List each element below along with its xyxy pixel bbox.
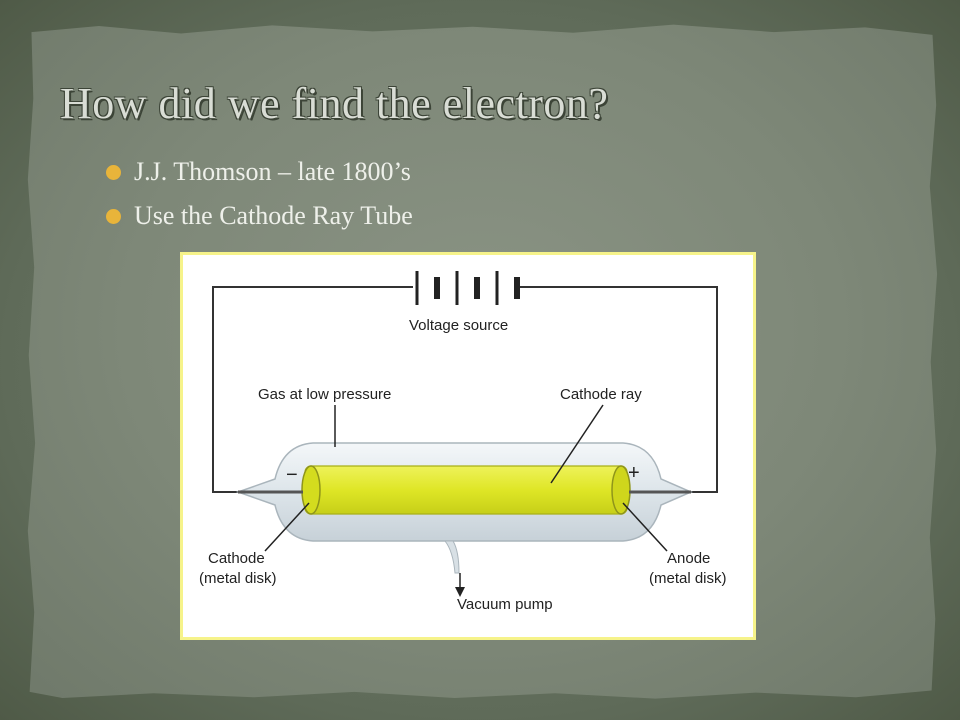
label-anode: Anode	[667, 550, 711, 567]
slide-title: How did we find the electron?	[60, 79, 609, 128]
bullet-list: J.J. Thomson – late 1800’s Use the Catho…	[106, 152, 413, 240]
bullet-text: Use the Cathode Ray Tube	[134, 201, 413, 230]
down-arrow-icon	[455, 573, 465, 597]
battery-icon	[415, 271, 520, 305]
label-cathode-sub: (metal disk)	[199, 570, 277, 587]
label-voltage-source: Voltage source	[409, 317, 509, 334]
bullet-item-tube: Use the Cathode Ray Tube	[106, 196, 413, 240]
circuit-wire-right	[519, 286, 718, 493]
label-anode-sub: (metal disk)	[649, 570, 727, 587]
bullet-dot-icon	[106, 165, 121, 180]
cathode-ray-beam	[301, 465, 631, 515]
diagram-graphic	[212, 271, 718, 597]
bullet-dot-icon	[106, 209, 121, 224]
cathode-ray-tube-diagram: Voltage source Gas at low pressure Catho…	[180, 252, 756, 640]
label-minus: −	[286, 464, 298, 486]
label-cathode-ray: Cathode ray	[560, 386, 642, 403]
circuit-wire	[212, 286, 413, 493]
label-vacuum-pump: Vacuum pump	[457, 596, 553, 613]
bullet-text: J.J. Thomson – late 1800’s	[134, 157, 411, 186]
label-gas-low-pressure: Gas at low pressure	[258, 386, 392, 403]
label-plus: +	[628, 462, 640, 484]
bullet-item-thomson: J.J. Thomson – late 1800’s	[106, 152, 413, 196]
label-cathode: Cathode	[208, 550, 265, 567]
